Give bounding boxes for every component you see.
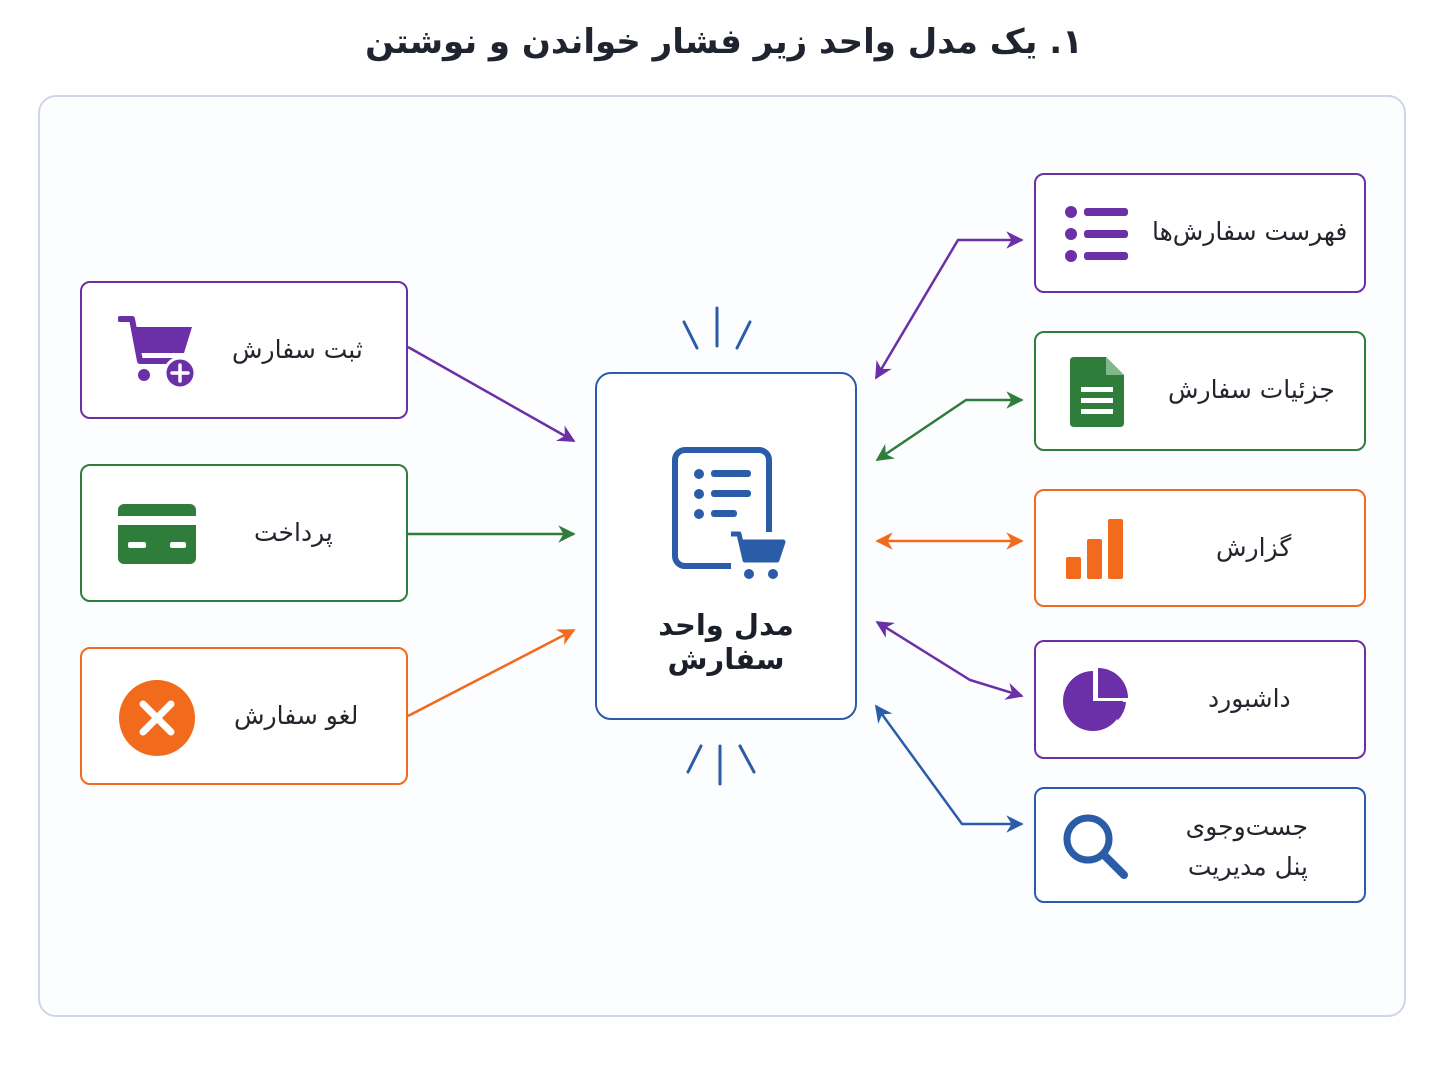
reader-label: داشبورد — [1208, 684, 1291, 713]
reader-order-list: فهرست سفارش‌ها — [1034, 173, 1366, 293]
credit-card-icon — [118, 504, 196, 568]
document-icon — [1070, 357, 1124, 431]
arrow-admin-search — [874, 704, 1024, 833]
arrow-dashboard — [875, 620, 1024, 700]
search-icon — [1062, 813, 1128, 883]
reader-admin-search: جست‌وجوی پنل مدیریت — [1034, 787, 1366, 903]
reader-dashboard: داشبورد — [1034, 640, 1366, 759]
reader-report: گزارش — [1034, 489, 1366, 607]
reader-label: فهرست سفارش‌ها — [1152, 217, 1348, 246]
reader-label-second-line: پنل مدیریت — [1187, 852, 1308, 881]
bar-chart-icon — [1066, 519, 1126, 583]
pie-chart-icon — [1062, 668, 1128, 738]
reader-order-details: جزئیات سفارش — [1034, 331, 1366, 451]
writer-label: پرداخت — [254, 518, 333, 547]
writer-payment: پرداخت — [80, 464, 408, 602]
reader-label: جزئیات سفارش — [1168, 375, 1335, 404]
cancel-circle-icon — [118, 679, 196, 761]
reader-label: جست‌وجوی — [1185, 812, 1308, 841]
writer-register-order: ثبت سفارش — [80, 281, 408, 419]
single-order-model — [595, 372, 857, 720]
writer-label: لغو سفارش — [234, 701, 359, 730]
reader-label-block: جست‌وجوی پنل مدیریت — [1166, 807, 1308, 887]
pressure-marks-top — [682, 306, 752, 350]
arrow-order-list — [874, 231, 1024, 380]
order-document-cart-icon — [671, 446, 789, 590]
writer-cancel-order: لغو سفارش — [80, 647, 408, 785]
arrow-register-order — [407, 345, 576, 443]
center-model-label: مدل واحد سفارش — [658, 608, 794, 676]
pressure-marks-bottom — [686, 744, 756, 786]
writer-label: ثبت سفارش — [232, 335, 363, 364]
arrow-cancel-order — [407, 628, 576, 718]
cart-plus-icon — [117, 313, 200, 393]
list-icon — [1064, 205, 1130, 267]
reader-label: گزارش — [1216, 533, 1292, 562]
diagram-title: ۱. یک مدل واحد زیر فشار خواندن و نوشتن — [365, 22, 1083, 62]
arrow-order-details — [875, 391, 1024, 462]
